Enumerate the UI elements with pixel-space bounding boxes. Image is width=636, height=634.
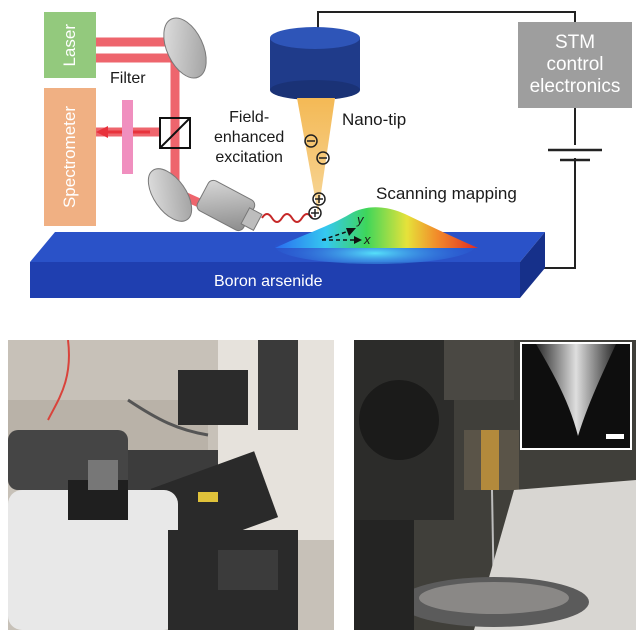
objective-lens <box>196 179 263 232</box>
setup-diagram <box>30 11 602 298</box>
microscope-setup-photo <box>8 340 334 630</box>
circuit-wire <box>317 11 576 269</box>
beam-splitter <box>159 117 191 149</box>
filter-element <box>122 100 133 174</box>
tip-closeup-photo <box>354 340 636 630</box>
mirror-top <box>163 17 207 79</box>
charge-symbols <box>304 134 330 220</box>
substrate-front <box>30 262 520 298</box>
stm-label-line-2: control <box>546 54 604 75</box>
scale-bar <box>606 434 624 439</box>
spectrometer-box: Spectrometer <box>44 88 96 226</box>
spectrometer-label: Spectrometer <box>60 105 79 209</box>
field-enhanced-line-3: excitation <box>215 149 283 166</box>
laser-label: Laser <box>60 23 79 67</box>
nano-tip <box>297 98 335 214</box>
substrate-label: Boron arsenide <box>214 273 323 290</box>
stm-label-line-1: STM <box>554 32 596 53</box>
axis-y-label: y <box>357 212 364 227</box>
field-enhanced-line-1: Field- <box>229 109 270 126</box>
laser-box: Laser <box>44 12 96 78</box>
tip-sem-inset <box>520 342 632 450</box>
scanning-heatmap <box>275 207 478 248</box>
field-enhanced-label: Field- enhanced excitation <box>214 108 284 168</box>
substrate-side <box>520 232 545 298</box>
mirror-bottom <box>147 168 193 222</box>
field-enhanced-line-2: enhanced <box>214 129 285 146</box>
filter-label: Filter <box>110 70 146 87</box>
laser-wave <box>261 213 313 223</box>
scan-axes <box>321 229 356 241</box>
stm-label-line-3: electronics <box>529 76 621 97</box>
scanning-label: Scanning mapping <box>376 184 517 203</box>
axis-x-label: x <box>364 232 371 247</box>
nano-tip-label: Nano-tip <box>342 110 407 129</box>
stm-control-box: STM control electronics <box>518 22 632 108</box>
